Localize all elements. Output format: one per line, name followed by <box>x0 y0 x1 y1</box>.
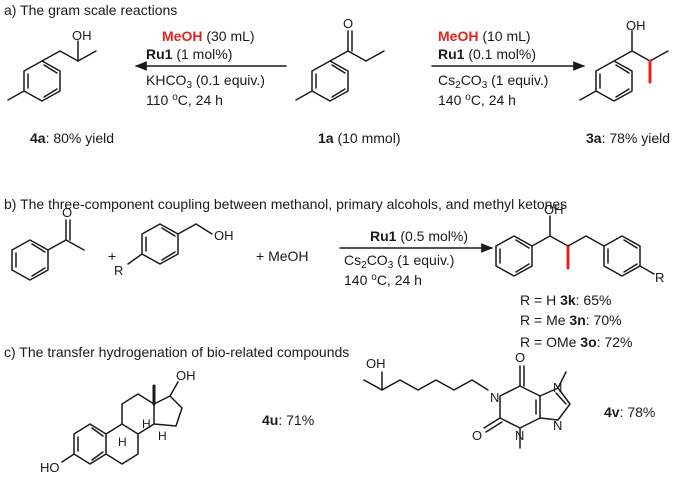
atom-oh-4a: OH <box>72 28 92 43</box>
structure-4a <box>7 40 97 102</box>
atom-oh-3a: OH <box>626 18 646 33</box>
atom-oh-4u: OH <box>176 368 196 383</box>
atom-n3-4v: N <box>515 428 524 443</box>
cond-a-right-catalyst: Ru1 (0.1 mol%) <box>438 46 537 62</box>
section-b-title: b) The three-component coupling between … <box>4 196 568 212</box>
cond-b-catalyst: Ru1 (0.5 mol%) <box>370 228 469 244</box>
cond-b-temp: 140 oC, 24 h <box>344 272 422 288</box>
structure-3a <box>579 30 669 102</box>
atom-n7-4v: N <box>553 380 562 395</box>
atom-o1-4v: O <box>515 350 525 365</box>
structure-product-b <box>495 215 655 277</box>
label-1a: 1a (10 mmol) <box>318 130 401 146</box>
label-4u: 4u: 71% <box>262 412 315 428</box>
atom-ho-4u: HO <box>40 460 60 475</box>
atom-o2-4v: O <box>472 428 482 443</box>
atom-oh-alcohol: OH <box>214 228 234 243</box>
atom-oh-product: OH <box>544 202 564 217</box>
result-3n: R = Me 3n: 70% <box>520 312 622 328</box>
cond-a-right-temp: 140 oC, 24 h <box>438 92 516 108</box>
atom-o-acetophenone: O <box>62 205 72 220</box>
result-3o: R = OMe 3o: 72% <box>520 334 633 350</box>
atom-h2-4u: H <box>142 417 151 431</box>
cond-a-right-base: Cs2CO3 (1 equiv.) <box>438 72 549 91</box>
section-c-title: c) The transfer hydrogenation of bio-rel… <box>4 344 350 360</box>
section-a-title: a) The gram scale reactions <box>4 2 178 18</box>
atom-h3-4u: H <box>158 429 167 443</box>
atom-n1-4v: N <box>490 390 499 405</box>
cond-a-right-solvent: MeOH (10 mL) <box>438 28 531 44</box>
label-3a: 3a: 78% yield <box>586 130 671 146</box>
cond-b-base: Cs2CO3 (1 equiv.) <box>344 252 455 271</box>
atom-o-1a: O <box>343 16 353 31</box>
structure-4u <box>61 381 183 465</box>
result-3k: R = H 3k: 65% <box>520 292 612 308</box>
label-4a: 4a: 80% yield <box>30 130 115 146</box>
cond-a-left-solvent: MeOH (30 mL) <box>162 28 255 44</box>
structure-acetophenone <box>11 219 85 281</box>
cond-a-left-base: KHCO3 (0.1 equiv.) <box>146 72 265 91</box>
structure-1a <box>295 30 385 102</box>
atom-r-product: R <box>655 270 664 285</box>
plus-methanol: + MeOH <box>256 248 309 264</box>
label-4v: 4v: 78% <box>604 404 656 420</box>
structure-benzyl-alcohol <box>127 223 213 265</box>
plus-sign: + <box>108 248 117 264</box>
atom-h1-4u: H <box>118 435 127 449</box>
cond-a-left-temp: 110 oC, 24 h <box>146 92 223 108</box>
atom-oh-4v: OH <box>366 356 386 371</box>
cond-a-left-catalyst: Ru1 (1 mol%) <box>146 46 233 62</box>
atom-n9-4v: N <box>553 418 562 433</box>
atom-r-alcohol: R <box>114 263 123 278</box>
structure-4v <box>363 365 571 449</box>
